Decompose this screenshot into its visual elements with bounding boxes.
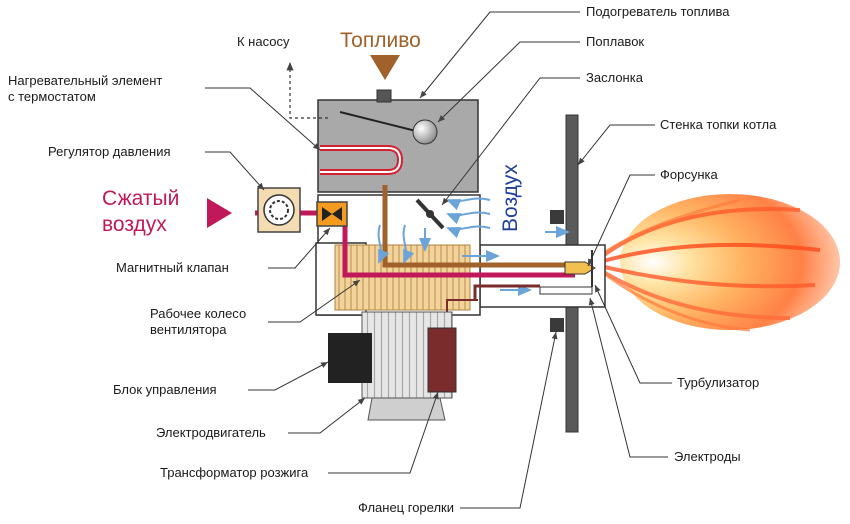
label-fan-impeller: Рабочее колесо вентилятора	[150, 306, 247, 337]
label-to-pump: К насосу	[237, 34, 290, 49]
air-flow-arrows	[377, 197, 570, 296]
label-turbulizer: Турбулизатор	[677, 375, 760, 390]
motor-base	[367, 397, 446, 421]
label-pressure-regulator: Регулятор давления	[48, 144, 171, 159]
ignition-transformer	[427, 327, 457, 393]
label-furnace-wall: Стенка топки котла	[660, 117, 777, 132]
fuel-line	[382, 185, 578, 268]
label-fuel: Топливо	[340, 29, 421, 52]
heater-cap	[376, 89, 392, 103]
label-fuel-heater: Подогреватель топлива	[586, 4, 730, 19]
control-unit	[328, 333, 372, 383]
wall-bolt	[550, 318, 564, 332]
label-damper: Заслонка	[586, 70, 643, 85]
label-float: Поплавок	[586, 34, 645, 49]
electrodes	[539, 286, 593, 295]
leader-lines	[205, 11, 672, 509]
float-ball	[412, 119, 438, 145]
label-solenoid-valve: Магнитный клапан	[116, 260, 229, 275]
label-burner-flange: Фланец горелки	[358, 500, 454, 515]
fuel-arrow	[370, 55, 400, 80]
to-pump-line	[286, 62, 328, 119]
flame	[598, 194, 840, 332]
label-ignition-transformer: Трансформатор розжига	[160, 465, 309, 480]
nozzle	[564, 261, 596, 275]
label-compressed-air: Сжатый воздух	[102, 187, 180, 236]
label-heating-element: Нагревательный элемент с термостатом	[8, 73, 163, 104]
label-air: Воздух	[499, 164, 522, 232]
label-electric-motor: Электродвигатель	[156, 425, 266, 440]
label-electrodes: Электроды	[674, 449, 741, 464]
compressed-air-arrow	[207, 198, 232, 228]
label-control-unit: Блок управления	[113, 382, 217, 397]
compressed-air-line	[342, 213, 575, 278]
label-nozzle: Форсунка	[660, 167, 718, 182]
wall-bolt	[550, 210, 564, 224]
